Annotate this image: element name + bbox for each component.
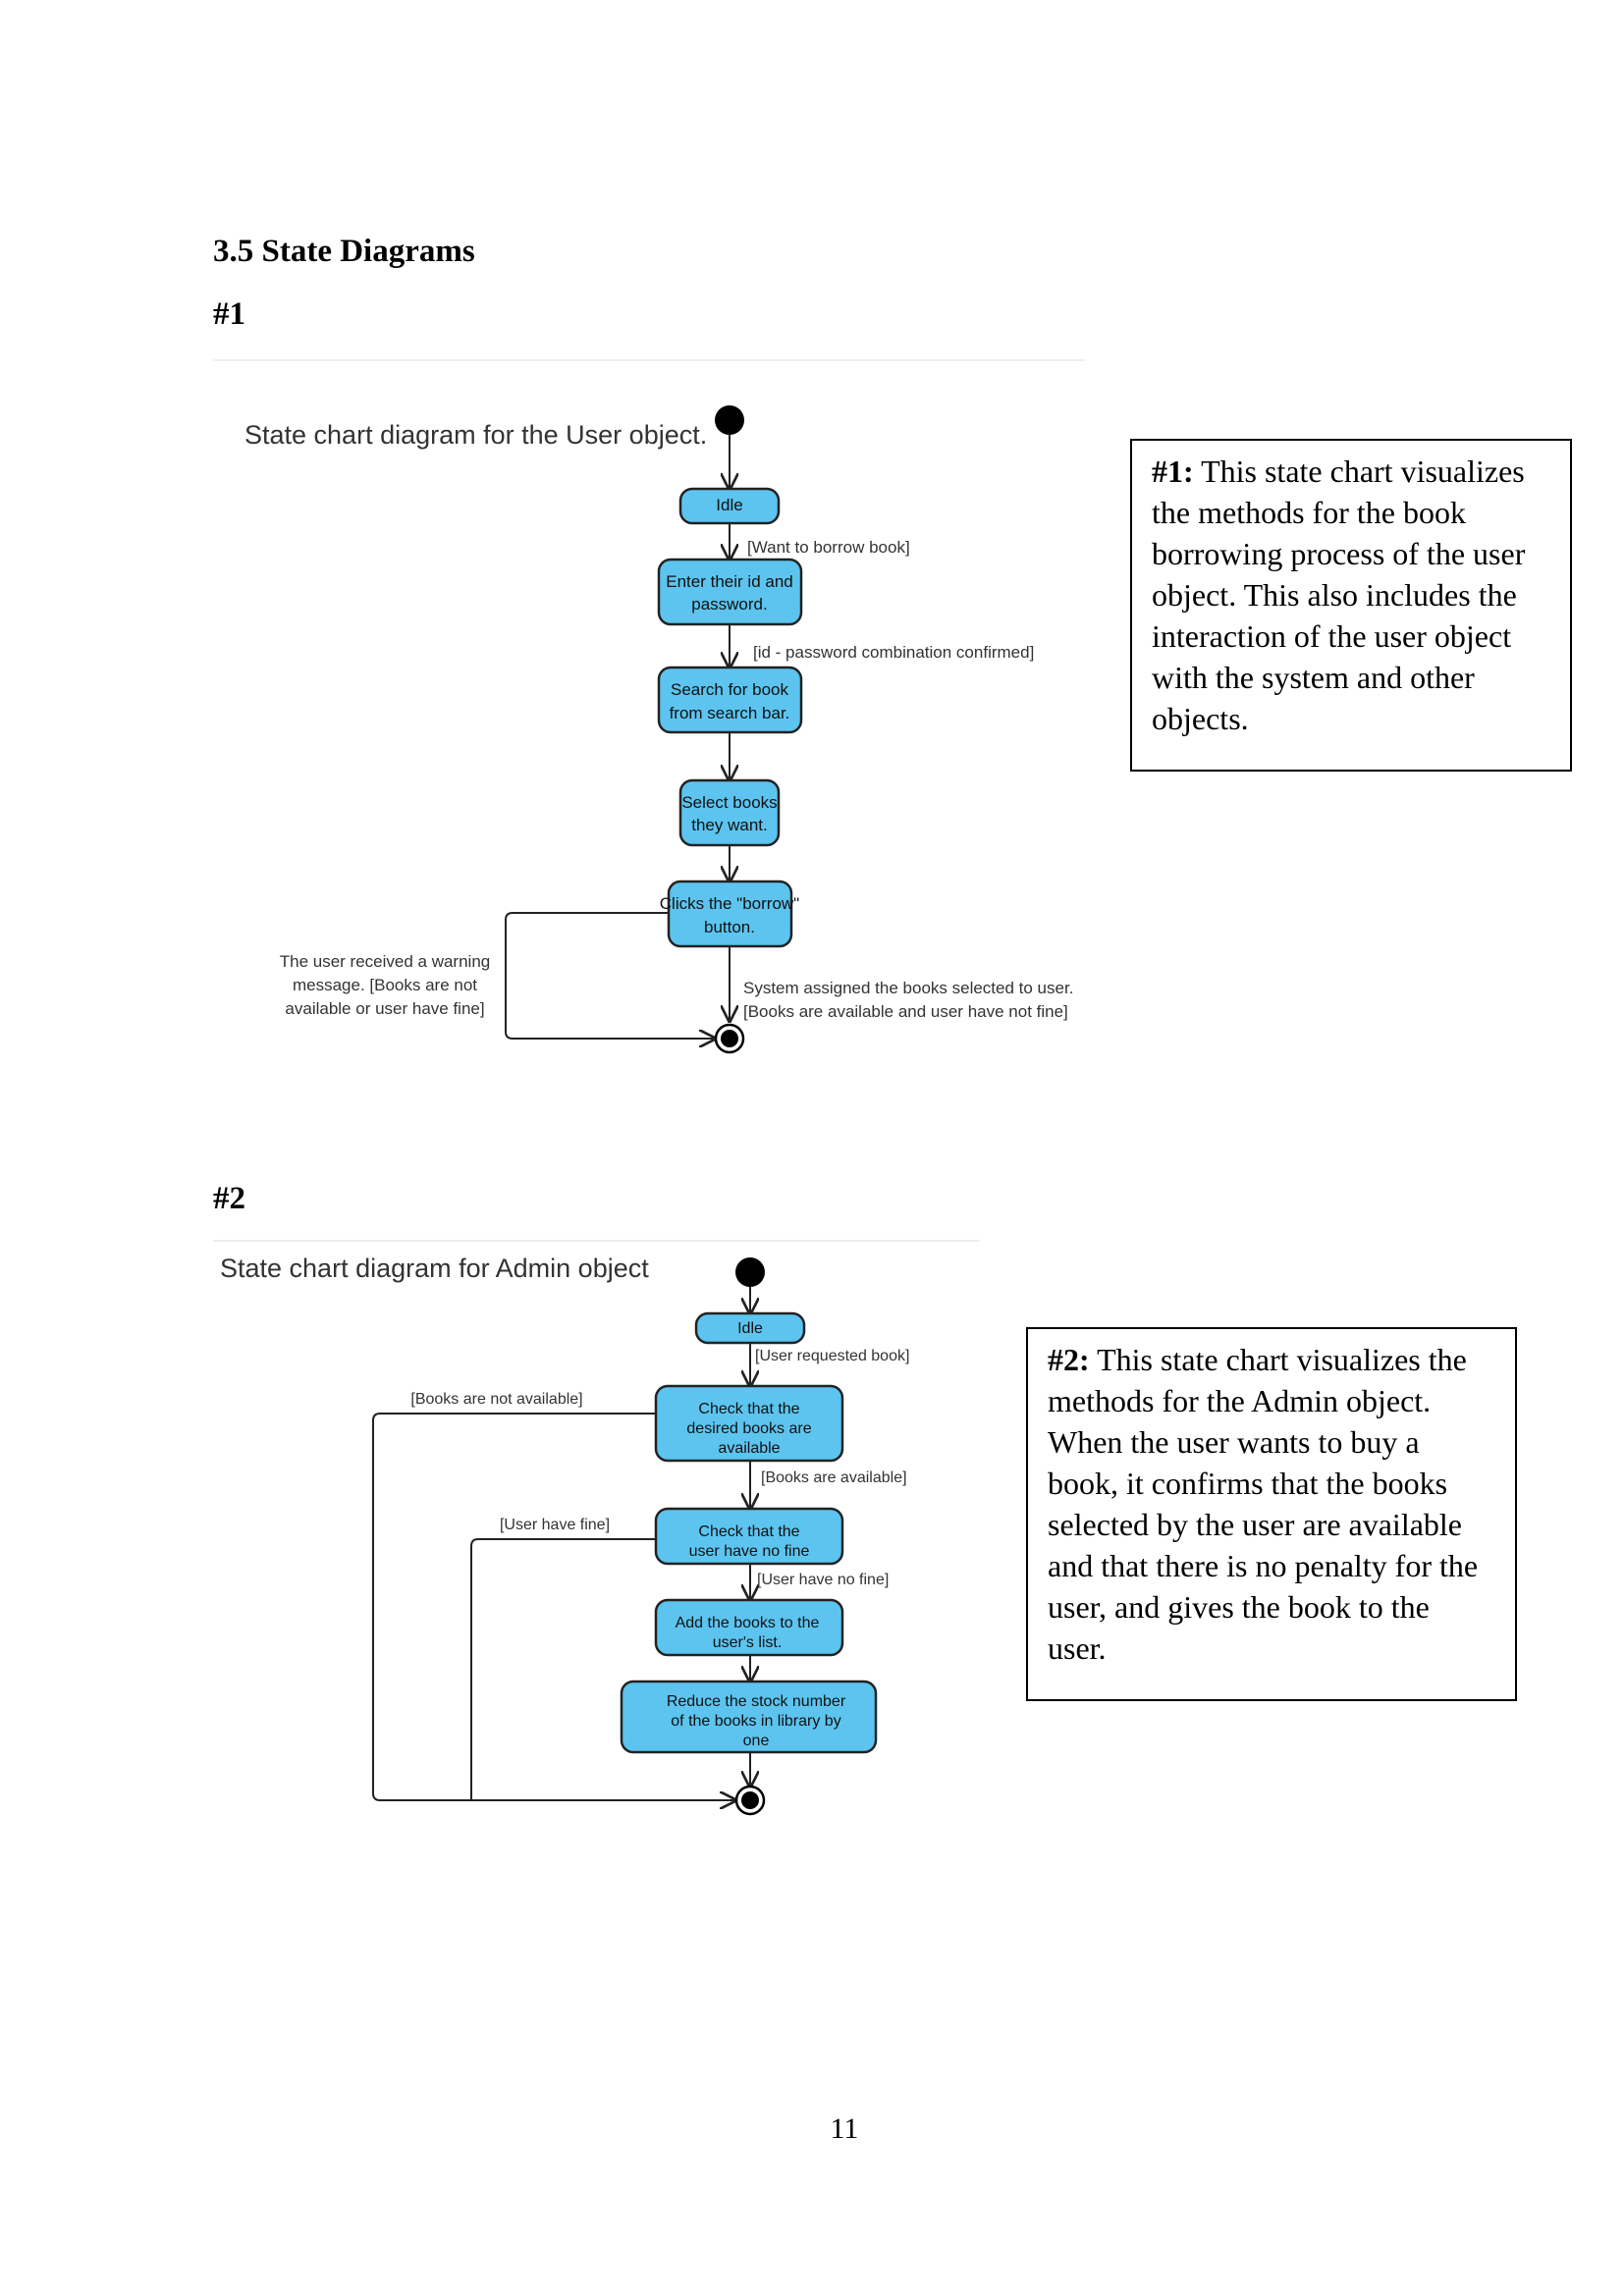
diagram2-state-check-fine: Check that the user have no fine (654, 1507, 844, 1566)
diagram1-transition-1-label: [Want to borrow book] (747, 538, 910, 557)
diagram1-failure-label-line3: available or user have fine] (285, 999, 484, 1018)
diagram1-state-idle: Idle (678, 487, 781, 525)
svg-text:from search bar.: from search bar. (670, 704, 790, 722)
svg-text:user's list.: user's list. (713, 1634, 783, 1651)
diagram1-description-text: This state chart visualizes the methods … (1152, 454, 1526, 736)
diagram1-failure-label-line1: The user received a warning (280, 952, 491, 971)
diagram2-arrow-books-unavailable (372, 1413, 735, 1800)
diagram2-transition-1-label: [User requested book] (755, 1348, 909, 1364)
svg-text:available: available (718, 1440, 780, 1457)
diagram1-transition-2-label: [id - password combination confirmed] (753, 643, 1034, 662)
svg-text:Select books: Select books (681, 793, 777, 812)
diagram2-state-add-books: Add the books to the user's list. (654, 1598, 844, 1657)
diagram1-description-box: #1: This state chart visualizes the meth… (1130, 439, 1572, 772)
diagram1-number: #1 (213, 296, 245, 332)
svg-text:button.: button. (704, 918, 755, 936)
svg-text:one: one (743, 1733, 770, 1749)
svg-text:Idle: Idle (716, 496, 742, 514)
diagram2: State chart diagram for Admin object Idl… (213, 1240, 980, 1816)
diagram1-success-label-line2: [Books are available and user have not f… (743, 1002, 1068, 1021)
diagram2-description-text: This state chart visualizes the methods … (1048, 1342, 1479, 1666)
diagram2-number: #2 (213, 1181, 245, 1216)
diagram1-description-label: #1: (1152, 454, 1194, 489)
svg-text:Enter their id and: Enter their id and (666, 572, 792, 591)
diagram2-final-state (734, 1785, 766, 1816)
diagram2-description-label: #2: (1048, 1342, 1090, 1377)
diagram2-transition-3-label: [User have no fine] (757, 1572, 889, 1588)
diagram2-description-box: #2: This state chart visualizes the meth… (1026, 1327, 1517, 1701)
diagram1-state-enter-credentials: Enter their id and password. (657, 558, 803, 626)
diagram1-state-select-books: Select books they want. (678, 778, 781, 847)
svg-text:they want.: they want. (691, 816, 768, 834)
svg-text:password.: password. (691, 595, 767, 614)
diagram1-arrow-failure (505, 912, 715, 1039)
diagram2-arrow-user-fine (470, 1538, 656, 1800)
diagram1-state-search: Search for book from search bar. (657, 666, 803, 734)
svg-text:Add the books to the: Add the books to the (676, 1615, 820, 1631)
diagram1-title: State chart diagram for the User object. (244, 420, 707, 450)
svg-text:of the books in library by: of the books in library by (671, 1713, 840, 1730)
svg-text:Clicks the "borrow": Clicks the "borrow" (660, 894, 799, 913)
svg-text:Idle: Idle (737, 1320, 763, 1337)
diagram1-state-click-borrow: Clicks the "borrow" button. (660, 880, 799, 948)
svg-text:desired books are: desired books are (686, 1420, 811, 1437)
svg-text:Search for book: Search for book (671, 680, 789, 699)
diagram1-success-label-line1: System assigned the books selected to us… (743, 979, 1073, 997)
diagram1-failure-label-line2: message. [Books are not (293, 976, 477, 994)
page-number: 11 (830, 2112, 859, 2145)
diagram2-state-idle: Idle (694, 1311, 806, 1345)
diagram1: State chart diagram for the User object.… (213, 359, 1085, 1054)
diagram2-state-check-available: Check that the desired books are availab… (654, 1384, 844, 1463)
diagram1-final-state (714, 1023, 745, 1054)
svg-text:user have no fine: user have no fine (689, 1543, 810, 1560)
svg-text:Reduce the stock number: Reduce the stock number (667, 1693, 846, 1710)
diagram2-initial-state (735, 1257, 765, 1287)
diagram2-title: State chart diagram for Admin object (220, 1254, 649, 1283)
svg-text:Check that the: Check that the (698, 1401, 799, 1417)
svg-text:Check that the: Check that the (698, 1523, 799, 1540)
diagram2-transition-2-label: [Books are available] (761, 1469, 907, 1486)
diagram2-user-fine-label: [User have fine] (500, 1517, 610, 1533)
diagram2-books-unavailable-label: [Books are not available] (410, 1391, 582, 1408)
diagram1-initial-state (715, 405, 744, 435)
section-title: 3.5 State Diagrams (213, 234, 475, 269)
diagram2-state-reduce-stock: Reduce the stock number of the books in … (620, 1680, 878, 1754)
